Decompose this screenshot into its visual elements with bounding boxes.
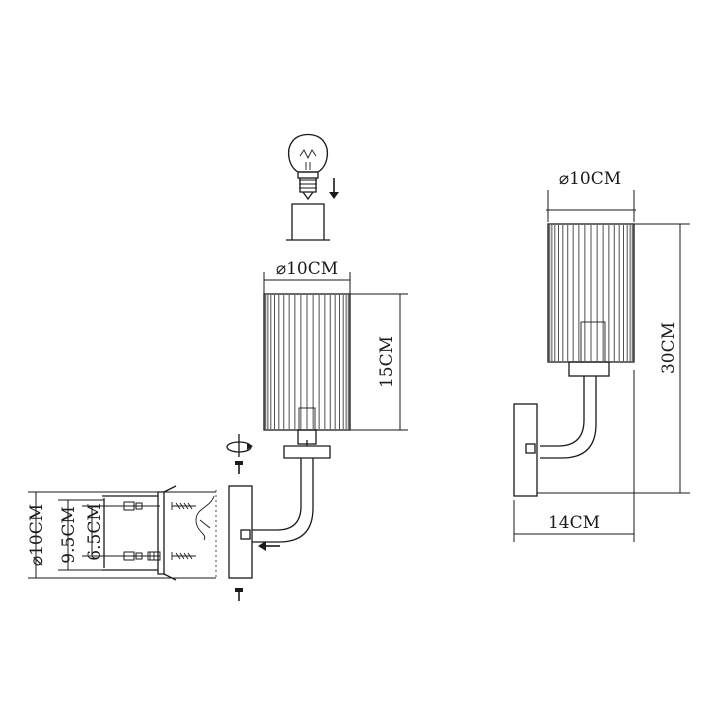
mount-spacing-outer-dimension: 9.5CM [58, 499, 104, 571]
shade-exploded [263, 293, 351, 431]
down-arrow-icon [329, 178, 339, 199]
shade-height-dimension: 15CM [350, 293, 408, 431]
screw-icon [235, 588, 243, 601]
backplate-diameter-label: ⌀10CM [27, 504, 47, 566]
shade-assembled-diameter-label: ⌀10CM [559, 169, 621, 189]
backplate-exploded [228, 485, 253, 579]
holder-assembled [568, 361, 610, 377]
light-bulb-icon [287, 133, 329, 201]
anchor-plug-icon [147, 551, 161, 561]
shade-assembled-diameter-dimension: ⌀10CM [546, 169, 636, 222]
shade-diameter-dimension: ⌀10CM [263, 259, 351, 294]
backplate-assembled [513, 403, 538, 497]
shade-diameter-label: ⌀10CM [276, 259, 338, 279]
holder-cup [283, 429, 331, 459]
wire [195, 495, 215, 541]
mount-spacing-outer-label: 9.5CM [59, 506, 79, 563]
screw-icon [118, 501, 160, 511]
socket [286, 203, 330, 241]
total-height-label: 30CM [659, 322, 679, 374]
total-height-dimension: 30CM [537, 223, 690, 494]
screw-icon [118, 551, 160, 561]
total-projection-dimension: 14CM [513, 370, 635, 542]
screw-icon [235, 461, 243, 474]
backplate-diameter-dimension: ⌀10CM [27, 491, 216, 579]
arm-assembled [540, 376, 597, 459]
mounting-bracket [102, 485, 217, 581]
arm-exploded [252, 458, 314, 543]
shade-height-label: 15CM [377, 336, 397, 388]
screw-icon [171, 552, 196, 560]
left-arrow-icon [258, 541, 280, 551]
rotate-arrow-icon [226, 434, 253, 457]
shade-assembled [547, 223, 635, 363]
total-projection-label: 14CM [548, 513, 600, 533]
mount-spacing-inner-label: 6.5CM [85, 503, 105, 560]
screw-icon [171, 502, 196, 510]
mount-spacing-inner-dimension: 6.5CM [82, 503, 118, 561]
